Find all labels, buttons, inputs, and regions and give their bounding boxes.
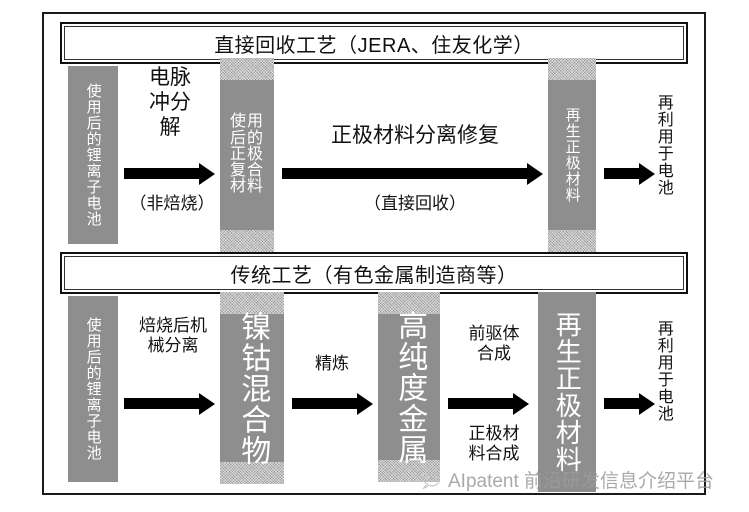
caption-roast-separate: 焙烧后机 械分离 bbox=[139, 316, 207, 356]
title-bar-inner: 直接回收工艺（JERA、住友化学） bbox=[64, 26, 684, 60]
caption-refining: 精炼 bbox=[315, 354, 349, 373]
outcome-reuse-battery: 再利用于电池 bbox=[654, 94, 672, 196]
flow-direct-recycling: 使用后的锂离子电池 电脉 冲分 解 （非焙烧） 使用后的正极复合材料 正极材料分… bbox=[60, 58, 688, 252]
node-regen-cathode-2[interactable]: 再生正极材料 bbox=[538, 292, 596, 492]
arrow-reuse-battery-2 bbox=[604, 398, 640, 409]
node-high-purity-metal-label: 高纯度金属 bbox=[393, 309, 427, 465]
node-spent-libs-2-label: 使用后的锂离子电池 bbox=[84, 317, 102, 461]
caption-pulse-decompose-below: （非焙烧） bbox=[129, 194, 215, 213]
node-ni-co-mixture[interactable]: 镍钴混合物 bbox=[220, 292, 284, 484]
node-spent-libs[interactable]: 使用后的锂离子电池 bbox=[68, 66, 118, 244]
title-bar-conventional: 传统工艺（有色金属制造商等） bbox=[60, 252, 688, 294]
arrow-reuse-battery bbox=[604, 168, 640, 179]
caption-cathode-separate-below: （直接回收） bbox=[364, 194, 466, 213]
flow-conventional: 使用后的锂离子电池 焙烧后机 械分离 镍钴混合物 精炼 高纯度金属 前驱体 合成… bbox=[60, 292, 688, 492]
node-spent-cathode-label: 使用后的正极复合材料 bbox=[229, 113, 264, 196]
node-spent-libs-label: 使用后的锂离子电池 bbox=[84, 83, 102, 227]
node-regen-cathode-2-label: 再生正极材料 bbox=[552, 311, 583, 473]
caption-precursor-synth-below: 正极材 料合成 bbox=[468, 424, 520, 464]
section-conventional: 传统工艺（有色金属制造商等） 使用后的锂离子电池 焙烧后机 械分离 镍钴混合物 … bbox=[60, 252, 688, 492]
caption-pulse-decompose-above: 电脉 冲分 解 bbox=[149, 66, 191, 139]
node-spent-libs-2[interactable]: 使用后的锂离子电池 bbox=[68, 296, 118, 482]
outcome-reuse-battery-2: 再利用于电池 bbox=[654, 320, 672, 422]
caption-precursor-synth-above: 前驱体 合成 bbox=[468, 324, 520, 364]
node-ni-co-mixture-label: 镍钴混合物 bbox=[236, 310, 270, 466]
arrow-refining bbox=[292, 398, 358, 409]
section-title-2: 传统工艺（有色金属制造商等） bbox=[230, 264, 518, 287]
node-regen-cathode[interactable]: 再生正极材料 bbox=[548, 58, 596, 252]
caption-cathode-separate-above: 正极材料分离修复 bbox=[331, 124, 499, 147]
title-bar-inner-2: 传统工艺（有色金属制造商等） bbox=[64, 256, 684, 290]
node-regen-cathode-label: 再生正极材料 bbox=[563, 107, 581, 203]
section-title: 直接回收工艺（JERA、住友化学） bbox=[214, 34, 534, 57]
node-high-purity-metal[interactable]: 高纯度金属 bbox=[378, 292, 440, 482]
arrow-pulse-decompose bbox=[124, 168, 200, 179]
section-direct-recycling: 直接回收工艺（JERA、住友化学） 使用后的锂离子电池 电脉 冲分 解 （非焙烧… bbox=[60, 22, 688, 252]
arrow-cathode-separate bbox=[282, 168, 528, 179]
node-spent-cathode[interactable]: 使用后的正极复合材料 bbox=[220, 58, 274, 252]
title-bar-direct-recycling: 直接回收工艺（JERA、住友化学） bbox=[60, 22, 688, 64]
arrow-roast-separate bbox=[124, 398, 200, 409]
arrow-precursor-synth bbox=[448, 398, 514, 409]
